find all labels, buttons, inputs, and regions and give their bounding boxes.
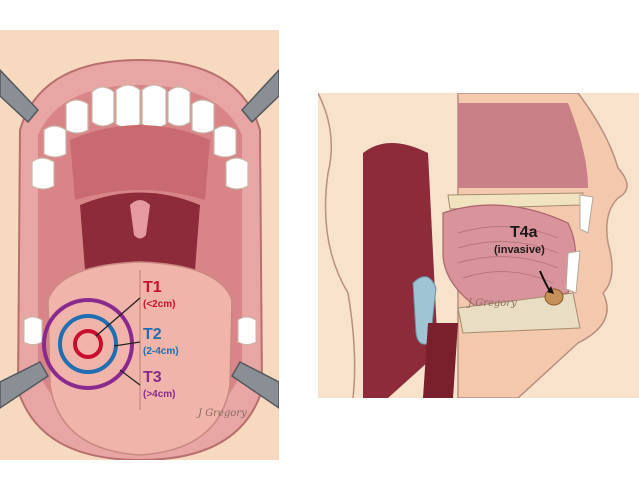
t2-ring [58,314,118,374]
neck-outline [318,93,356,398]
artist-signature: J Gregory [198,408,247,419]
t2-size: (2-4cm) [143,346,179,357]
palate [70,125,210,200]
sagittal-section-drawing [318,93,628,398]
tumor-arrowhead [547,286,554,294]
t2-leader [113,341,141,347]
retractors [0,68,279,409]
lower-teeth [23,316,257,345]
lower-incisor [565,250,581,294]
oral-cavity-drawing [0,58,279,460]
tongue-muscle-lines [457,226,559,284]
sagittal-section-illustration: T4a (invasive) J Gregory [318,93,639,398]
t1-label: T1 [143,279,162,296]
upper-incisor [579,194,594,234]
t1-leader [95,297,141,337]
upper-teeth [31,84,249,190]
oral-cavity-illustration: T1 (<2cm) T2 (2-4cm) T3 (>4cm) J Gregory [0,30,279,460]
t1-ring [73,329,103,359]
tumor [544,288,564,306]
t3-leader [119,369,141,386]
t3-label: T3 [143,369,162,386]
nasal-cavity [458,103,588,188]
t4a-label: T4a [510,224,538,241]
t4a-note: (invasive) [494,244,545,256]
t2-label: T2 [143,326,162,343]
t3-ring [42,298,134,390]
t3-size: (>4cm) [143,389,176,400]
airway [423,323,458,398]
t1-size: (<2cm) [143,299,176,310]
uvula [130,200,150,239]
artist-signature-right: J Gregory [468,298,517,309]
